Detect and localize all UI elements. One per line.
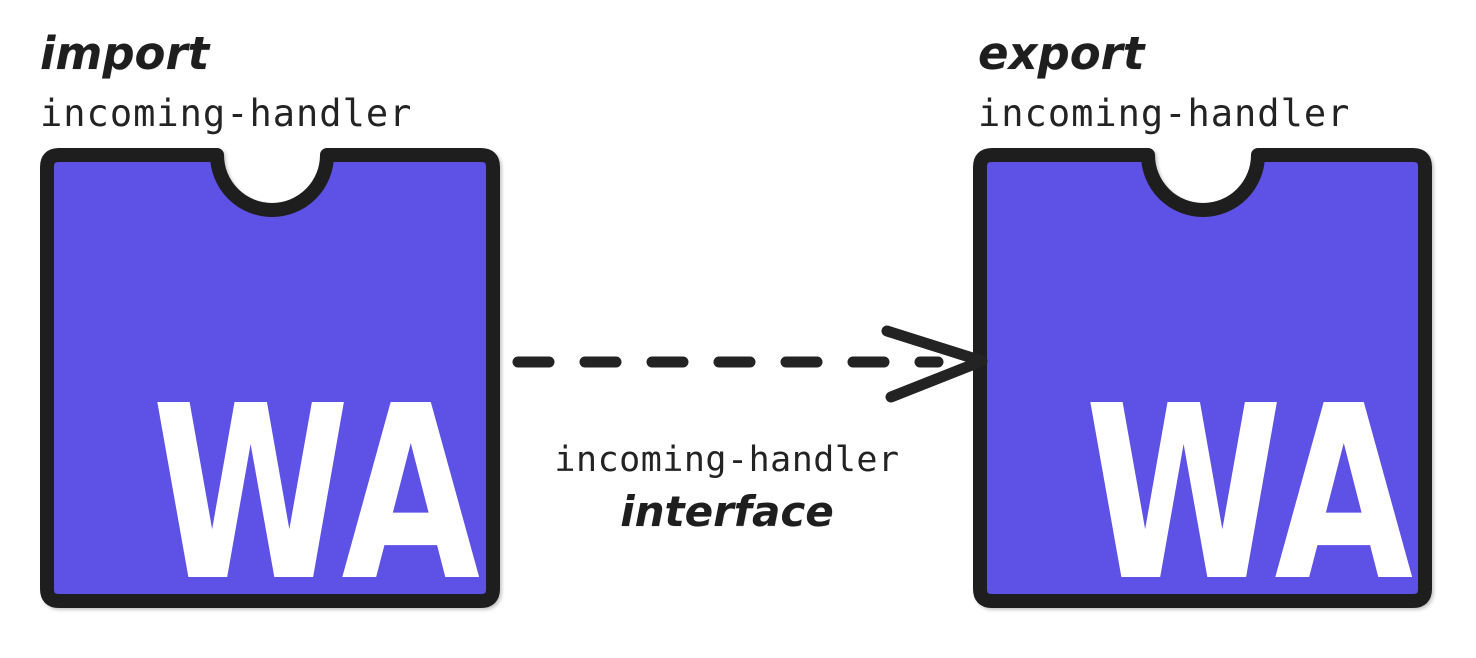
left-component-annotations: import incoming-handler: [40, 28, 412, 134]
connector-interface-name: incoming-handler: [554, 440, 900, 480]
webassembly-logo-right: WA: [1085, 354, 1413, 634]
connector-interface-word: interface: [620, 486, 834, 536]
right-component-annotations: export incoming-handler: [978, 28, 1350, 134]
connector-label: incoming-handler interface: [497, 441, 957, 536]
arrow-head-icon: [881, 325, 988, 403]
webassembly-logo-left: WA: [152, 354, 480, 634]
right-export-label: export: [978, 27, 1145, 80]
left-import-label: import: [40, 27, 210, 80]
wasm-component-icon-left: [40, 148, 500, 608]
wasm-component-icon-right: [973, 148, 1432, 608]
right-interface-name: incoming-handler: [978, 91, 1351, 135]
left-interface-name: incoming-handler: [40, 91, 413, 135]
